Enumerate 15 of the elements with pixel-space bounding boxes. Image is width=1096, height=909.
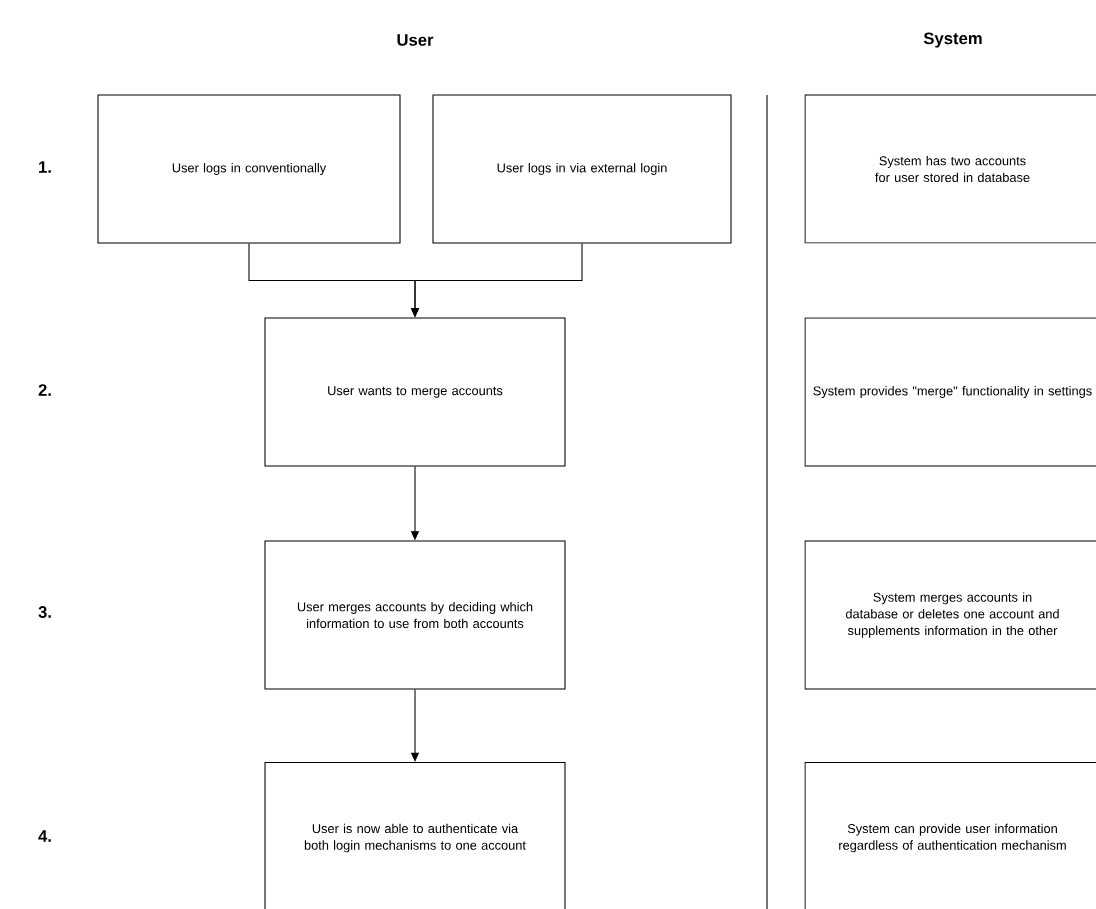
- row-number: 3.: [38, 606, 51, 618]
- process-box: User is now able to authenticate via both login mechanisms to one account: [264, 762, 566, 909]
- process-box: User merges accounts by deciding which information to use from both accounts: [264, 540, 566, 690]
- process-box: User logs in conventionally: [97, 94, 401, 244]
- row-number: 1.: [39, 161, 51, 173]
- column-heading: User: [397, 34, 434, 46]
- process-box: User logs in via external login: [432, 94, 732, 244]
- column-heading: System: [923, 32, 982, 48]
- process-box: System provides "merge" functionality in settings: [804, 317, 1096, 467]
- process-box: System has two accounts for user stored in database: [804, 94, 1096, 244]
- row-number: 2.: [38, 384, 51, 396]
- process-box: System can provide user information regardless of authentication mechanism: [804, 762, 1096, 909]
- process-box: System merges accounts in database or deletes one account and supplements information in the other: [804, 540, 1096, 690]
- row-number: 4.: [38, 830, 51, 842]
- process-box: User wants to merge accounts: [264, 317, 566, 467]
